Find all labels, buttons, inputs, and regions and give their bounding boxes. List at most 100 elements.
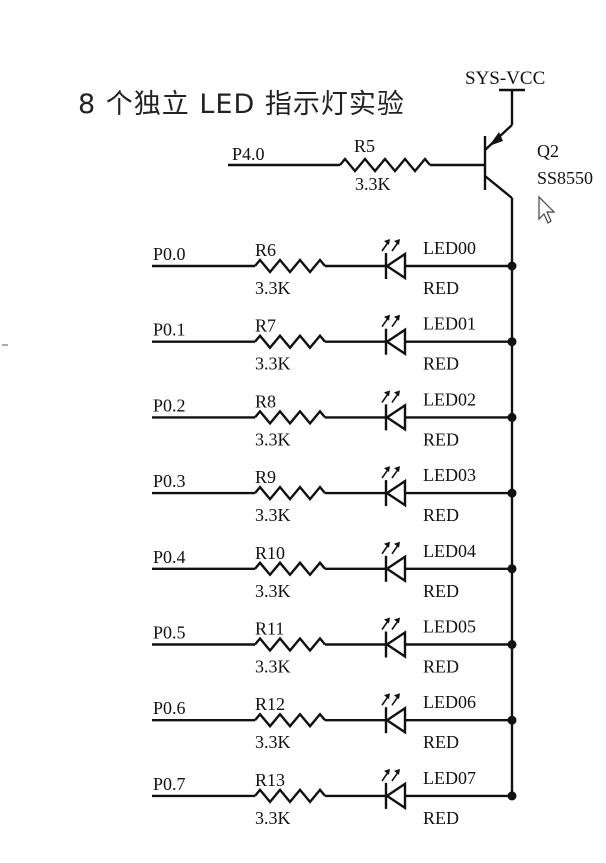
channel-resistor-ref: R13 bbox=[255, 770, 285, 790]
led-diode-icon bbox=[384, 251, 407, 281]
channel-net-label: P0.5 bbox=[153, 623, 186, 643]
emission-arrowhead-icon bbox=[384, 617, 390, 624]
channel-resistor-ref: R10 bbox=[255, 543, 285, 563]
emission-arrowhead-icon bbox=[384, 239, 390, 245]
base-drive: P4.0 R5 3.3K bbox=[228, 136, 485, 194]
channel-led-color: RED bbox=[423, 581, 459, 601]
channel-led-ref: LED03 bbox=[423, 465, 476, 485]
channel-net-label: P0.0 bbox=[153, 244, 186, 264]
channel-resistor-value: 3.3K bbox=[255, 505, 291, 525]
channel-led-ref: LED01 bbox=[423, 314, 476, 334]
channel-resistor-value: 3.3K bbox=[255, 808, 291, 828]
channel-resistor-ref: R7 bbox=[255, 316, 276, 336]
emission-arrowhead-icon bbox=[394, 390, 400, 397]
base-resistor bbox=[339, 157, 431, 173]
junction-dot bbox=[507, 791, 517, 801]
emitter-arrow-icon bbox=[489, 132, 503, 146]
vcc-supply: SYS-VCC bbox=[465, 68, 545, 112]
channel-resistor bbox=[254, 333, 326, 350]
led-diode-icon bbox=[384, 327, 407, 356]
channel-led-ref: LED02 bbox=[423, 389, 476, 409]
base-resistor-ref: R5 bbox=[354, 136, 375, 156]
junction-dot bbox=[507, 261, 517, 271]
channel-led-color: RED bbox=[423, 808, 459, 828]
emission-arrowhead-icon bbox=[384, 768, 390, 775]
junction-dot bbox=[507, 715, 517, 725]
channel-resistor bbox=[254, 788, 326, 804]
emission-arrowhead-icon bbox=[394, 314, 400, 321]
base-net-label: P4.0 bbox=[232, 144, 265, 164]
channel-resistor-ref: R12 bbox=[255, 694, 285, 714]
channel-led-ref: LED06 bbox=[423, 692, 476, 712]
junction-dot bbox=[507, 412, 517, 422]
channel-resistor bbox=[254, 485, 326, 501]
channel-led-color: RED bbox=[423, 278, 459, 298]
channel-resistor-value: 3.3K bbox=[255, 732, 291, 752]
emission-arrowhead-icon bbox=[384, 314, 390, 321]
transistor-part: SS8550 bbox=[537, 168, 593, 188]
channel-resistor-value: 3.3K bbox=[255, 657, 291, 677]
emission-arrowhead-icon bbox=[384, 466, 390, 473]
channel-led-ref: LED07 bbox=[423, 768, 476, 788]
channel-led-ref: LED00 bbox=[423, 238, 476, 258]
emission-arrowhead-icon bbox=[394, 541, 400, 548]
channel-led-color: RED bbox=[423, 657, 459, 677]
led-diode-icon bbox=[384, 478, 407, 508]
channel-net-label: P0.7 bbox=[153, 774, 186, 794]
led-diode-icon bbox=[384, 630, 407, 659]
base-resistor-value: 3.3K bbox=[355, 174, 391, 194]
led-diode-icon bbox=[384, 705, 407, 735]
emission-arrowhead-icon bbox=[394, 239, 400, 245]
channel-led-ref: LED04 bbox=[423, 541, 476, 561]
emission-arrowhead-icon bbox=[384, 693, 390, 700]
junction-dot bbox=[507, 488, 517, 498]
transistor-ref: Q2 bbox=[537, 141, 559, 161]
emission-arrowhead-icon bbox=[384, 541, 390, 548]
channel-net-label: P0.3 bbox=[153, 471, 186, 491]
junction-dot bbox=[507, 564, 517, 574]
led-diode-icon bbox=[384, 554, 407, 584]
channel-resistor-value: 3.3K bbox=[255, 278, 291, 298]
mouse-pointer-icon bbox=[538, 195, 556, 224]
channel-resistor-ref: R9 bbox=[255, 467, 276, 487]
led-diode-icon bbox=[384, 781, 407, 811]
channel-led-color: RED bbox=[423, 354, 459, 374]
channel-resistor-ref: R8 bbox=[255, 391, 276, 411]
junction-dot bbox=[507, 640, 517, 649]
pnp-transistor: Q2 SS8550 bbox=[483, 112, 593, 199]
channel-resistor bbox=[254, 409, 326, 426]
channel-net-label: P0.6 bbox=[153, 698, 186, 718]
emission-arrowhead-icon bbox=[394, 693, 400, 700]
channel-resistor-value: 3.3K bbox=[255, 354, 291, 374]
channel-resistor bbox=[254, 636, 326, 653]
channel-resistor bbox=[254, 560, 326, 577]
vcc-label: SYS-VCC bbox=[465, 68, 545, 89]
channel-net-label: P0.1 bbox=[153, 320, 186, 340]
channel-resistor bbox=[254, 712, 326, 729]
diagram-title: 8 个独立 LED 指示灯实验 bbox=[78, 89, 405, 120]
transistor-collector-lead bbox=[484, 175, 513, 199]
junction-dot bbox=[507, 337, 517, 347]
channel-net-label: P0.2 bbox=[153, 395, 186, 415]
emission-arrowhead-icon bbox=[394, 768, 400, 775]
channel-net-label: P0.4 bbox=[153, 547, 186, 567]
channel-resistor-ref: R11 bbox=[255, 619, 284, 639]
channel-resistor-ref: R6 bbox=[255, 240, 276, 260]
channel-led-ref: LED05 bbox=[423, 617, 476, 637]
emission-arrowhead-icon bbox=[384, 390, 390, 397]
channel-led-color: RED bbox=[423, 732, 459, 752]
emission-arrowhead-icon bbox=[394, 466, 400, 473]
channel-resistor-value: 3.3K bbox=[255, 581, 291, 601]
channel-led-color: RED bbox=[423, 429, 459, 449]
led-diode-icon bbox=[384, 403, 407, 432]
